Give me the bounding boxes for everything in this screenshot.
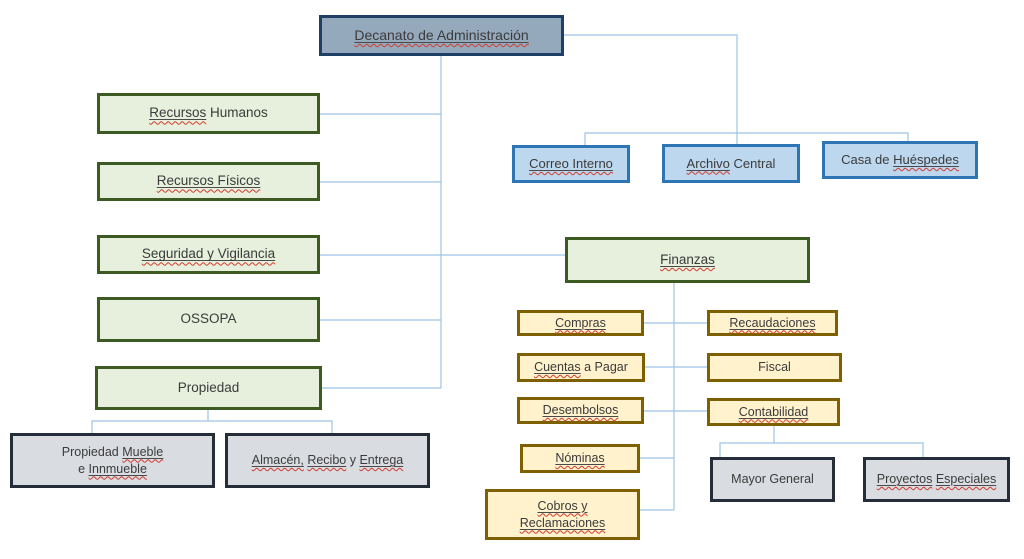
node-archivo-central: Archivo Central xyxy=(662,144,800,183)
node-ossopa-label: OSSOPA xyxy=(180,311,237,327)
node-mayor-general: Mayor General xyxy=(710,457,835,502)
node-casa-huespedes-label: Casa de Huéspedes xyxy=(841,152,959,168)
node-recursos-humanos-label: Recursos Humanos xyxy=(149,105,268,121)
node-recursos-humanos: Recursos Humanos xyxy=(97,93,320,134)
node-correo-interno: Correo Interno xyxy=(512,145,630,183)
connector-blue-group xyxy=(584,132,909,145)
node-propiedad: Propiedad xyxy=(95,366,322,410)
connector-decanato-right xyxy=(564,34,738,133)
node-fiscal-label: Fiscal xyxy=(758,360,791,375)
node-compras: Compras xyxy=(517,310,644,336)
node-recaudaciones-label: Recaudaciones xyxy=(729,315,816,330)
node-recursos-fisicos-label: Recursos Físicos xyxy=(156,173,261,189)
node-proyectos-especiales: Proyectos Especiales xyxy=(863,457,1010,502)
node-mayor-general-label: Mayor General xyxy=(731,472,814,487)
node-recursos-fisicos: Recursos Físicos xyxy=(97,162,320,201)
node-nominas: Nóminas xyxy=(520,444,640,473)
node-desembolsos: Desembolsos xyxy=(517,397,644,424)
node-contabilidad: Contabilidad xyxy=(707,398,840,426)
node-propiedad-label: Propiedad xyxy=(177,379,240,395)
connector-propiedad-children xyxy=(91,420,333,433)
node-finanzas: Finanzas xyxy=(565,237,810,283)
node-archivo-central-label: Archivo Central xyxy=(686,155,776,171)
node-almacen-recibo-entrega: Almacén, Recibo y Entrega xyxy=(225,433,430,488)
node-ossopa: OSSOPA xyxy=(97,297,320,342)
connector-contabilidad-children xyxy=(719,442,924,457)
node-proyectos-especiales-label: Proyectos Especiales xyxy=(876,472,997,487)
node-correo-interno-label: Correo Interno xyxy=(529,156,613,172)
node-casa-huespedes: Casa de Huéspedes xyxy=(822,141,978,179)
node-compras-label: Compras xyxy=(555,315,606,330)
node-decanato-administracion: Decanato de Administración xyxy=(319,15,564,56)
node-decanato-administracion-label: Decanato de Administración xyxy=(354,27,529,44)
node-finanzas-label: Finanzas xyxy=(660,251,715,267)
node-cuentas-a-pagar: Cuentas a Pagar xyxy=(517,353,645,382)
node-seguridad-vigilancia-label: Seguridad y Vigilancia xyxy=(141,246,276,262)
node-seguridad-vigilancia: Seguridad y Vigilancia xyxy=(97,235,320,274)
node-recaudaciones: Recaudaciones xyxy=(707,310,838,336)
node-fiscal: Fiscal xyxy=(707,353,842,382)
node-nominas-label: Nóminas xyxy=(555,451,605,466)
node-almacen-recibo-entrega-label: Almacén, Recibo y Entrega xyxy=(251,453,404,468)
node-cuentas-a-pagar-label: Cuentas a Pagar xyxy=(534,360,628,375)
node-contabilidad-label: Contabilidad xyxy=(738,404,809,419)
node-desembolsos-label: Desembolsos xyxy=(542,403,619,418)
